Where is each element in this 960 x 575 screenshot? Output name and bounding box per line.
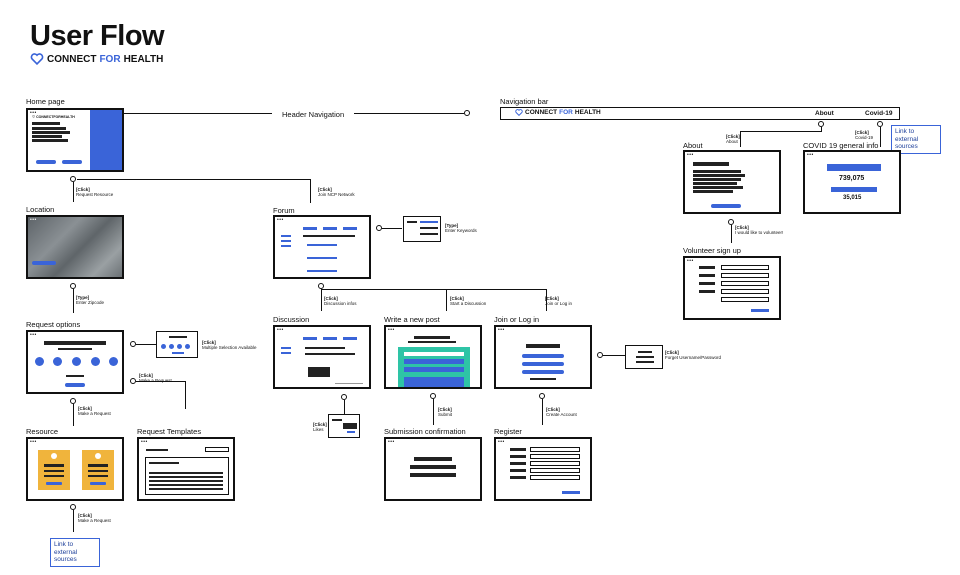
search-mini-frame [403,216,441,242]
label-join-login: Join or Log in [494,315,540,324]
covid-stat-1: 739,075 [839,175,865,182]
frame-submission[interactable]: ••• [384,437,482,501]
label-forum: Forum [273,206,295,215]
nav-covid-link[interactable]: Covid-19 [865,110,893,117]
page-title: User Flow [30,20,165,52]
multi-select-mini-frame [156,331,198,358]
label-about: About [683,141,703,150]
annotation: [Type]Enter Zipcode [76,295,105,306]
flow-node [70,398,76,404]
window-dots: ••• [30,110,37,116]
frame-resource[interactable]: ••• [26,437,124,501]
logo-health: HEALTH [123,53,164,65]
external-link-covid[interactable]: Link to external sources [891,125,941,154]
label-covid-info: COVID 19 general info [803,141,879,150]
heart-icon [515,109,523,116]
flow-node [877,121,883,127]
heart-icon [30,53,44,65]
flow-node [376,225,382,231]
likes-mini-frame [328,414,360,438]
annotation: [Click]Join NCP Network [318,187,355,198]
label-resource: Resource [26,427,59,436]
frame-volunteer[interactable]: ••• [683,256,781,320]
frame-request-templates[interactable]: ••• [137,437,235,501]
flow-node [539,393,545,399]
frame-forum[interactable]: ••• [273,215,371,279]
label-request-templates: Request Templates [137,427,202,436]
annotation: [Click]I would like to volunteer! [735,225,784,236]
label-register: Register [494,427,522,436]
flow-node [130,378,136,384]
frame-write-post[interactable]: ••• [384,325,482,389]
external-link-resource[interactable]: Link to external sources [50,538,100,567]
map-image [28,217,122,277]
flow-node [728,219,734,225]
flow-node [430,393,436,399]
annotation: [Click]Forget Username/Password [665,350,722,361]
frame-join-login[interactable]: ••• [494,325,592,389]
annotation: [Click]Covid-19 [855,130,874,141]
annotation: [Click]Likes [313,422,327,433]
forgot-mini-frame [625,345,663,369]
annotation: [Click]Request Resource [76,187,114,198]
flow-node [818,121,824,127]
flow-node [597,352,603,358]
annotation: [Click]Submit [438,407,453,418]
nav-about-link[interactable]: About [815,110,834,117]
annotation: [Click]Join or Log in [545,296,573,307]
logo-for: FOR [99,53,121,65]
flow-node [341,394,347,400]
label-location: Location [26,205,55,214]
label-request-options: Request options [26,320,81,329]
label-submission: Submission confirmation [384,427,466,436]
annotation: [Click]Discussion infos [324,296,357,307]
frame-register[interactable]: ••• [494,437,592,501]
label-header-nav: Header Navigation [282,110,345,119]
label-nav-bar: Navigation bar [500,97,549,106]
flow-node [70,283,76,289]
label-home: Home page [26,97,65,106]
flow-node [70,504,76,510]
frame-covid[interactable]: ••• 739,075 35,015 [803,150,901,214]
flow-node [130,341,136,347]
flow-node [318,283,324,289]
annotation: [Click]Start a Discussion [450,296,487,307]
annotation: [Click]Multiple Selection Available [202,340,257,351]
logo-connect: CONNECT [47,53,97,65]
annotation: [Click]Make a Request [78,406,111,417]
annotation: [Click]Make a Request [78,513,111,524]
frame-home[interactable]: ••• ♡ CONNECTFORHEALTH [26,108,124,172]
flow-node [70,176,76,182]
label-discussion: Discussion [273,315,310,324]
frame-discussion[interactable]: ••• [273,325,371,389]
label-volunteer: Volunteer sign up [683,246,741,255]
frame-about[interactable]: ••• [683,150,781,214]
annotation: [Click]About [726,134,740,145]
annotation: [Click]Make a Request [139,373,172,384]
flow-node [464,110,470,116]
frame-request-options[interactable]: ••• [26,330,124,394]
label-write-post: Write a new post [384,315,440,324]
annotation: [Click]Create Account [546,407,577,418]
frame-location[interactable]: ••• [26,215,124,279]
covid-stat-2: 35,015 [843,195,862,201]
annotation: [Type]Enter Keywords [445,223,477,234]
